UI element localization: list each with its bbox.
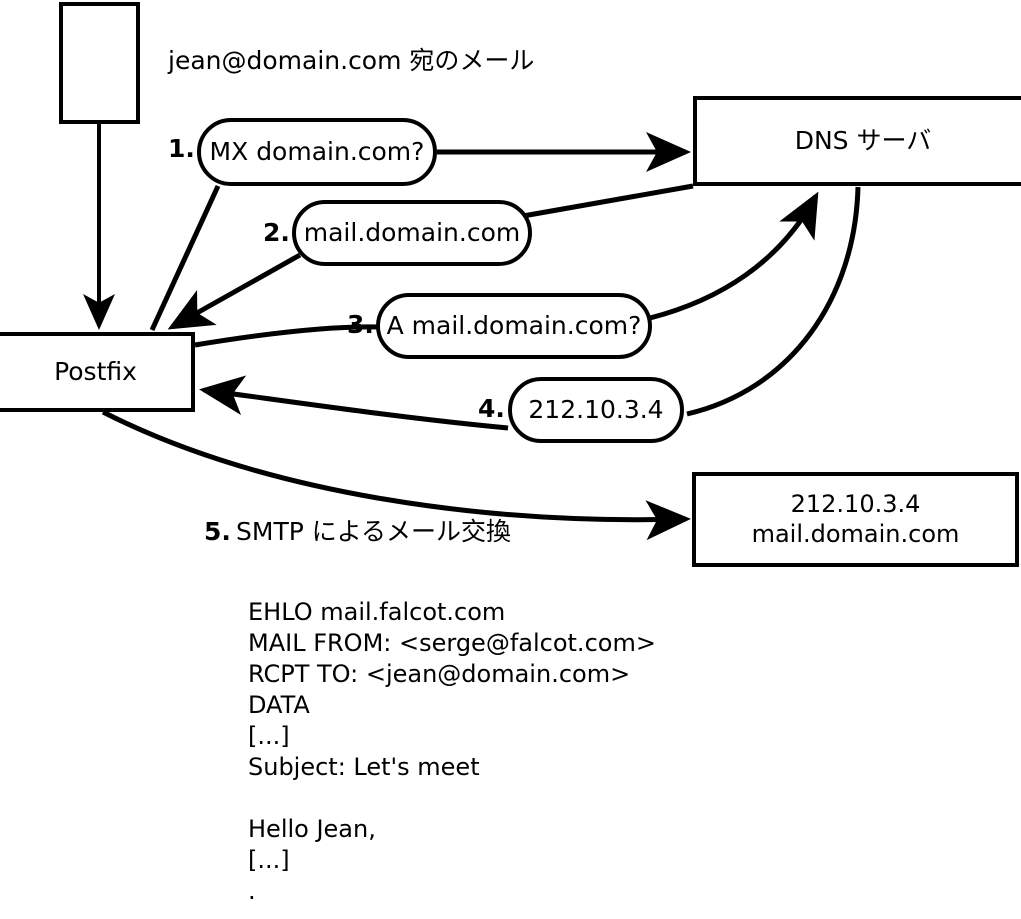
connector-step2-bubble-to-postfix — [167, 252, 302, 330]
target-host-ip: 212.10.3.4 — [790, 490, 921, 519]
connector-step2-dns-to-bubble — [522, 183, 694, 219]
step-1-bubble-label: MX domain.com? — [209, 136, 425, 166]
smtp-transcript-line — [248, 783, 656, 814]
smtp-transcript-line: RCPT TO: <jean@domain.com> — [248, 660, 631, 688]
step-5-number: 5. — [204, 517, 231, 546]
smtp-transcript-line: Hello Jean, — [248, 815, 376, 843]
step-3-number: 3. — [347, 310, 374, 339]
client-box[interactable] — [59, 2, 140, 124]
connector-step4-bubble-to-postfix — [199, 375, 509, 431]
step-4-number: 4. — [478, 394, 505, 423]
postfix-box[interactable]: Postfix — [0, 332, 195, 412]
step-3-bubble[interactable]: A mail.domain.com? — [376, 293, 652, 359]
diagram-title: jean@domain.com 宛のメール — [168, 46, 535, 75]
step-2-number: 2. — [263, 218, 290, 247]
smtp-transcript-line: MAIL FROM: <serge@falcot.com> — [248, 629, 656, 657]
smtp-transcript-line: . — [248, 877, 256, 905]
smtp-transcript-line: [...] — [248, 722, 290, 750]
step-4-bubble[interactable]: 212.10.3.4 — [508, 377, 684, 443]
step-1-number: 1. — [168, 134, 195, 163]
smtp-transcript-line: DATA — [248, 691, 310, 719]
step-5-label: SMTP によるメール交換 — [236, 517, 511, 546]
step-2-bubble[interactable]: mail.domain.com — [292, 200, 532, 266]
postfix-box-label: Postfix — [54, 356, 137, 386]
connector-step3-bubble-to-dns — [649, 191, 819, 321]
step-3-bubble-label: A mail.domain.com? — [386, 310, 642, 340]
step-4-bubble-label: 212.10.3.4 — [528, 394, 664, 424]
connector-step4-dns-to-bubble — [686, 186, 861, 417]
target-host-hostname: mail.domain.com — [751, 519, 960, 548]
step-2-bubble-label: mail.domain.com — [303, 217, 521, 247]
smtp-transcript-line: EHLO mail.falcot.com — [248, 598, 506, 626]
smtp-transcript-line: Subject: Let's meet — [248, 753, 480, 781]
smtp-transcript-line: [...] — [248, 846, 290, 874]
dns-server-box[interactable]: DNS サーバ — [693, 96, 1021, 186]
step-1-bubble[interactable]: MX domain.com? — [197, 118, 437, 186]
dns-server-box-label: DNS サーバ — [794, 125, 932, 155]
target-host-box[interactable]: 212.10.3.4 mail.domain.com — [692, 472, 1019, 567]
connector-step1-bubble-to-postfix — [149, 184, 221, 332]
